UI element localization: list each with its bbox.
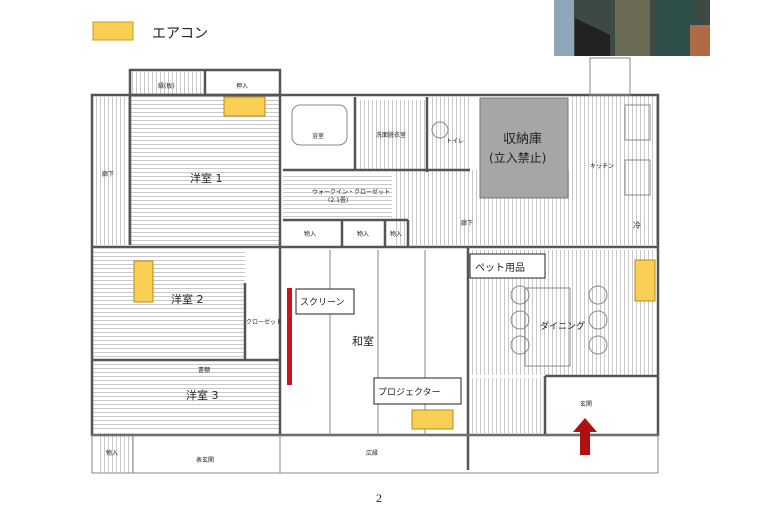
aircon-washitsu — [411, 409, 454, 430]
room-closet: クローゼット — [246, 318, 282, 326]
room-rouka-mid: 廊下 — [461, 219, 473, 227]
room-youshitsu1: 洋室 1 — [190, 171, 223, 185]
callout-screen: スクリーン — [300, 297, 345, 308]
page-number: 2 — [376, 491, 382, 505]
room-storage: 収納庫 — [503, 132, 542, 147]
room-youshitsu2: 洋室 2 — [171, 292, 204, 306]
room-kitchen: キッチン — [590, 163, 614, 170]
room-engawa-top: 縁(板) — [158, 82, 175, 90]
room-youshitsu3: 洋室 3 — [186, 388, 219, 402]
room-storage-note: (立入禁止) — [489, 150, 546, 165]
room-reizouko: 冷 — [633, 220, 641, 230]
room-monoire-1: 物入 — [304, 230, 316, 238]
room-washitsu: 和室 — [352, 334, 374, 348]
room-hiroen: 広縁 — [366, 449, 378, 457]
room-omote-genkan: 表玄関 — [196, 456, 214, 464]
entrance-arrow-icon — [573, 418, 597, 455]
callout-projector: プロジェクター — [378, 387, 441, 398]
photo-thumbnail — [554, 0, 710, 56]
legend-aircon-label: エアコン — [152, 26, 208, 42]
room-walkin-size: (2.1畳) — [328, 197, 348, 204]
legend-aircon-swatch — [92, 21, 134, 41]
room-toilet: トイレ — [446, 138, 464, 145]
room-genkan: 玄関 — [580, 400, 592, 408]
callout-pet-goods: ペット用品 — [475, 262, 525, 274]
room-monoire-2: 物入 — [357, 230, 369, 238]
room-oshiire-top: 押入 — [236, 82, 248, 90]
storage-room — [479, 97, 569, 199]
screen-bar — [287, 288, 292, 385]
room-monoire-bottom: 物入 — [106, 449, 118, 457]
aircon-youshitsu1 — [223, 96, 266, 117]
room-washroom: 洗面脱衣室 — [376, 131, 406, 139]
aircon-youshitsu2 — [133, 260, 154, 303]
aircon-dining — [634, 259, 656, 302]
room-dining: ダイニング — [540, 320, 585, 332]
room-bathroom: 浴室 — [312, 132, 324, 140]
room-shodana: 書棚 — [198, 366, 210, 374]
walls — [90, 57, 660, 474]
room-rouka-left: 廊下 — [102, 170, 114, 178]
room-walkin: ウォークイン・クローゼット — [312, 188, 390, 196]
room-monoire-3: 物入 — [390, 230, 402, 238]
